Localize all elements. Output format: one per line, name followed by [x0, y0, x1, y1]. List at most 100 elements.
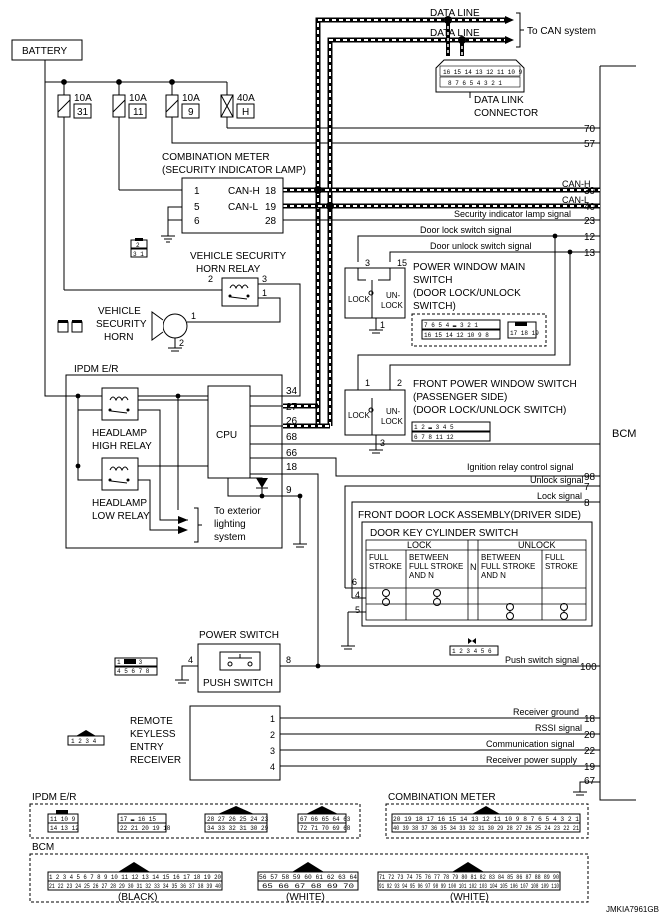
- horn-pin-1: 1: [191, 311, 196, 321]
- hl-low-title-1: HEADLAMP: [92, 498, 147, 509]
- pwf-conn-icon: 1 2 ▬ 3 4 5 6 7 8 11 12: [411, 421, 491, 442]
- horn-label-2: SECURITY: [96, 319, 147, 330]
- ipdm-title: IPDM E/R: [74, 364, 118, 375]
- pwm-conn-r: 17 18 19: [510, 330, 539, 337]
- bcm-label: BCM: [612, 428, 636, 440]
- hl-low-title-2: LOW RELAY: [92, 511, 150, 522]
- ignition-relay-signal: Ignition relay control signal: [467, 462, 574, 472]
- bcm-pin-8: 8: [584, 498, 590, 509]
- door-lock-assy-box: [361, 521, 593, 627]
- ipdm-pin-66: 66: [286, 448, 298, 459]
- dl-pin-4: 4: [355, 590, 360, 600]
- fuse-amp-4: 40A: [237, 93, 255, 104]
- battery-label: BATTERY: [22, 46, 68, 57]
- tbl-between-1c: AND N: [409, 571, 434, 580]
- tbl-full-1a: FULL: [369, 553, 389, 562]
- fuse-amp-3: 10A: [182, 93, 200, 104]
- bcm-pin-67: 67: [584, 776, 596, 787]
- pw-main-title-4: SWITCH): [413, 301, 456, 312]
- bcm-a-bot: 21 22 23 24 25 26 27 28 29 30 31 32 33 3…: [49, 883, 221, 890]
- ext-light-3: system: [214, 532, 246, 543]
- ipdm-pin-68: 68: [286, 432, 298, 443]
- pwf-un: UN-: [386, 407, 401, 416]
- tbl-continuity-marks: [382, 589, 568, 620]
- bcm-pin-100: 100: [580, 662, 597, 673]
- bcm-box: BCM: [599, 65, 636, 801]
- door-unlock-signal: Door unlock switch signal: [430, 241, 532, 251]
- bcm-pin-57: 57: [584, 139, 596, 150]
- combo-connector: 20 19 18 17 16 15 14 13 12 11 10 9 8 7 6…: [391, 806, 581, 833]
- meter-pin-18: 18: [265, 186, 277, 197]
- ipdm-b-bot: 22 21 20 19 18: [120, 825, 171, 832]
- pwm-pin-15: 15: [397, 258, 407, 268]
- meter-can-l: CAN-L: [228, 202, 258, 213]
- pw-main-title-1: POWER WINDOW MAIN: [413, 262, 525, 273]
- hl-low-relay: [101, 457, 139, 491]
- receiver-power-signal: Receiver power supply: [486, 755, 578, 765]
- bcm-pin-13: 13: [584, 248, 596, 259]
- meter-pin-6: 6: [194, 216, 200, 227]
- pw-front-title-2: (PASSENGER SIDE): [413, 392, 507, 403]
- ipdm-pin-26: 26: [286, 416, 298, 427]
- dl-conn-icon: 1 2 3 4 5 6: [449, 638, 499, 656]
- bcm-connectors: 1 2 3 4 5 6 7 8 9 10 11 12 13 14 15 16 1…: [47, 862, 561, 903]
- rk-conn-icon: 1 2 3 4: [67, 730, 105, 746]
- receiver-ground-signal: Receiver ground: [513, 707, 579, 717]
- pw-main-title-3: (DOOR LOCK/UNLOCK: [413, 288, 521, 299]
- ipdm-a-bot: 14 13 12: [50, 825, 79, 832]
- tbl-lock: LOCK: [407, 540, 432, 550]
- bcm-a-top: 1 2 3 4 5 6 7 8 9 10 11 12 13 14 15 16 1…: [49, 874, 221, 881]
- rk-pin-2: 2: [270, 730, 275, 740]
- pw-main-title-2: SWITCH: [413, 275, 452, 286]
- bcm-b-bot: 65 66 67 68 69 70: [262, 883, 355, 890]
- meter-pin-5: 5: [194, 202, 200, 213]
- ipdm-connectors: 11 10 9 14 13 12 17 ▬ 16 15 22 21 20 19 …: [47, 806, 351, 833]
- pw-front-title-3: (DOOR LOCK/UNLOCK SWITCH): [413, 405, 566, 416]
- tbl-full-1b: STROKE: [369, 562, 402, 571]
- data-link-label-2: CONNECTOR: [474, 108, 538, 119]
- bcm-pin-22: 22: [584, 746, 596, 757]
- hl-high-relay: [101, 387, 139, 421]
- bcm-pin-40: 40: [584, 202, 596, 213]
- tbl-between-2b: FULL STROKE: [481, 562, 535, 571]
- dl-pin-6: 6: [352, 577, 357, 587]
- conn-ipdm-title: IPDM E/R: [32, 792, 76, 803]
- bcm-b-top: 56 57 58 59 60 61 62 63 64: [259, 874, 357, 881]
- hl-high-title-2: HIGH RELAY: [92, 441, 152, 452]
- rke-label-4: RECEIVER: [130, 755, 181, 766]
- door-key-cyl-title: DOOR KEY CYLINDER SWITCH: [370, 528, 518, 539]
- pwm-conn-top: 7 6 5 4 ▬ 3 2 1: [424, 322, 478, 329]
- cpu-box: [207, 385, 251, 479]
- data-line-label-1: DATA LINE: [430, 8, 480, 19]
- pwm-un: UN-: [386, 291, 401, 300]
- fuse-id-3: 9: [188, 107, 194, 118]
- bcm-pin-19: 19: [584, 762, 596, 773]
- rke-label-1: REMOTE: [130, 716, 173, 727]
- meter-conn-icon: 2 3 1: [130, 238, 148, 258]
- pwm-lock: LOCK: [348, 295, 370, 304]
- meter-pin-1: 1: [194, 186, 200, 197]
- fuse-row: [57, 79, 600, 290]
- push-switch-signal: Push switch signal: [505, 655, 579, 665]
- can-l-signal: CAN-L: [562, 195, 589, 205]
- rk-pin-1: 1: [270, 714, 275, 724]
- ipdm-d-top: 67 66 65 64 63: [300, 816, 351, 823]
- hl-high-title-1: HEADLAMP: [92, 428, 147, 439]
- meter-can-h: CAN-H: [228, 186, 260, 197]
- horn-label-1: VEHICLE: [98, 306, 141, 317]
- rke-label-2: KEYLESS: [130, 729, 176, 740]
- pw-front-switch-box: [344, 389, 406, 436]
- lock-signal: Lock signal: [537, 491, 582, 501]
- pwf-pin-1: 1: [365, 378, 370, 388]
- pwf-lock: LOCK: [348, 411, 370, 420]
- can-h-signal: CAN-H: [562, 179, 591, 189]
- rke-label-3: ENTRY: [130, 742, 164, 753]
- ps-pin-8: 8: [286, 655, 291, 665]
- bcm-white-label-1: (WHITE): [286, 892, 325, 903]
- tbl-between-1a: BETWEEN: [409, 553, 449, 562]
- ipdm-b-top: 17 ▬ 16 15: [120, 816, 156, 823]
- horn-relay-box: [221, 277, 259, 307]
- ps-conn-icon: 1 ▬ 2 3 4 5 6 7 8: [114, 657, 158, 676]
- combo-meter-title-1: COMBINATION METER: [162, 152, 270, 163]
- meter-pin-19: 19: [265, 202, 277, 213]
